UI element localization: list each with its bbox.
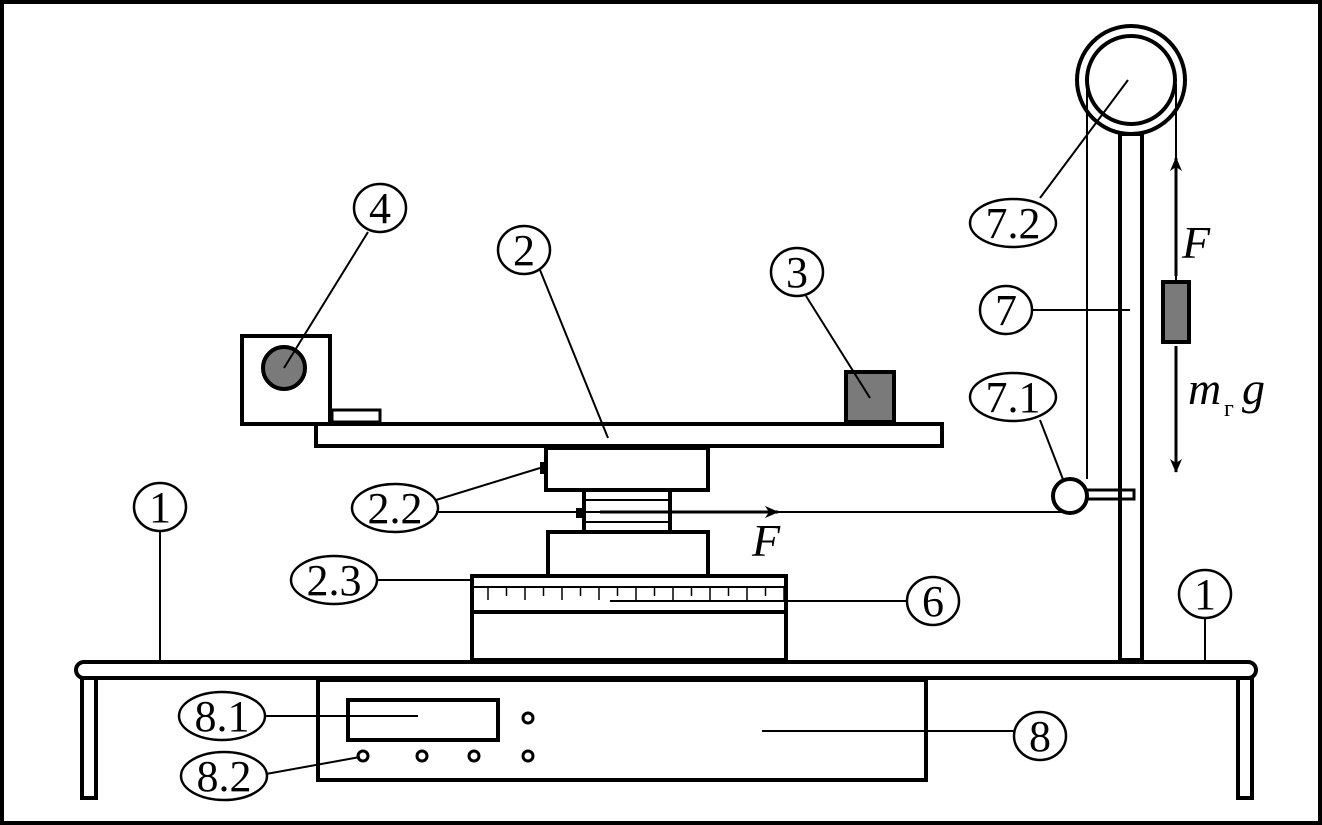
scale-strip	[470, 574, 788, 614]
shaft-lower	[546, 530, 710, 578]
platform	[314, 422, 944, 448]
weight-label-g: g	[1242, 363, 1265, 414]
svg-text:3: 3	[786, 248, 808, 297]
svg-text:8.1: 8.1	[195, 692, 250, 741]
stand-arm	[1084, 488, 1136, 501]
svg-text:7.2: 7.2	[986, 199, 1041, 248]
control-knob-1	[356, 749, 370, 763]
table-leg-right	[1236, 676, 1254, 800]
callout-6: 6	[905, 575, 961, 627]
shaft-pin	[540, 462, 546, 474]
svg-text:7.1: 7.1	[986, 373, 1041, 422]
svg-text:1: 1	[149, 483, 171, 532]
callout-1-right: 1	[1177, 568, 1233, 620]
svg-text:8: 8	[1029, 712, 1051, 761]
svg-text:2.3: 2.3	[307, 556, 362, 605]
scale-ticks	[487, 587, 785, 600]
callout-4: 4	[352, 182, 408, 234]
control-knob-2	[415, 749, 429, 763]
hanging-weight	[1161, 280, 1191, 344]
svg-text:6: 6	[922, 577, 944, 626]
callout-2: 2	[496, 224, 552, 276]
force-label-vertical: F	[1181, 217, 1211, 268]
platform-latch	[330, 408, 382, 424]
shaft-upper	[544, 446, 710, 492]
stand	[1084, 132, 1144, 662]
svg-text:7: 7	[995, 286, 1017, 335]
svg-text:1: 1	[1194, 570, 1216, 619]
force-label-horizontal: F	[751, 515, 781, 566]
callout-8-2: 8.2	[179, 750, 269, 802]
small-pulley	[1051, 477, 1089, 515]
callout-2-3: 2.3	[289, 554, 379, 606]
table-leg-left	[80, 676, 98, 800]
leader-lines	[159, 79, 1206, 775]
string-clamp	[576, 508, 584, 518]
control-knob-3	[467, 749, 481, 763]
callout-1-left: 1	[132, 481, 188, 533]
callout-7-2: 7.2	[968, 197, 1058, 249]
rotating-base	[470, 446, 788, 662]
top-pulley	[1075, 24, 1187, 136]
weight-label-subscript: г	[1224, 396, 1234, 422]
callout-7-1: 7.1	[968, 371, 1058, 423]
svg-text:8.2: 8.2	[197, 752, 252, 801]
svg-text:2: 2	[513, 226, 535, 275]
sensor-box	[240, 334, 332, 426]
svg-text:4: 4	[369, 184, 391, 233]
control-knob-4	[521, 749, 535, 763]
callout-8: 8	[1012, 710, 1068, 762]
callout-2-2: 2.2	[350, 482, 440, 534]
indicator-dot	[521, 711, 535, 725]
callout-3: 3	[769, 246, 825, 298]
display-screen	[346, 698, 500, 742]
callout-8-1: 8.1	[177, 690, 267, 742]
svg-text:2.2: 2.2	[368, 484, 423, 533]
callout-7: 7	[978, 284, 1034, 336]
weight-label-m: m	[1188, 363, 1221, 414]
table	[74, 660, 1258, 800]
